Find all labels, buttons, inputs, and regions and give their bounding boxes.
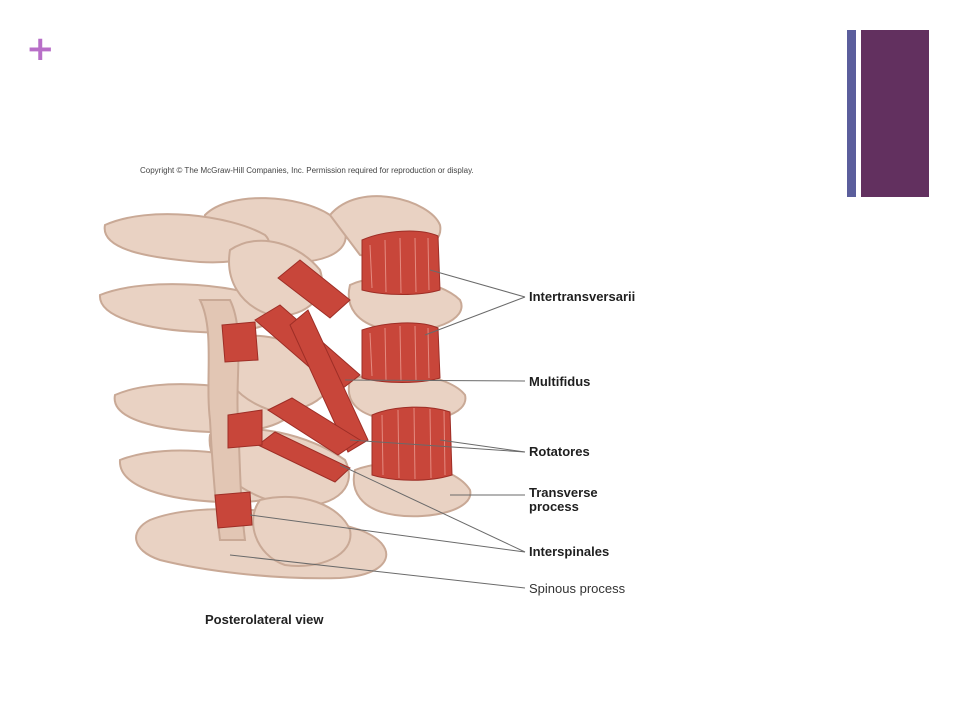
leader-lines (229, 269, 526, 589)
label-transverse-process-1: Transverse (529, 485, 598, 500)
label-spinous-process: Spinous process (529, 581, 626, 596)
copyright-notice: Copyright © The McGraw-Hill Companies, I… (140, 166, 474, 175)
slide-plus-icon: + (26, 29, 55, 69)
label-rotatores: Rotatores (529, 444, 590, 459)
label-transverse-process-2: process (529, 499, 579, 514)
accent-bar-thin (847, 30, 856, 197)
accent-bar-thick (861, 30, 929, 197)
label-multifidus: Multifidus (529, 374, 591, 389)
muscle-fibers (214, 230, 453, 529)
label-interspinales: Interspinales (529, 544, 610, 559)
fiber-lines (369, 237, 446, 480)
label-intertransversarii: Intertransversarii (529, 289, 636, 304)
figure-caption: Posterolateral view (205, 612, 324, 627)
